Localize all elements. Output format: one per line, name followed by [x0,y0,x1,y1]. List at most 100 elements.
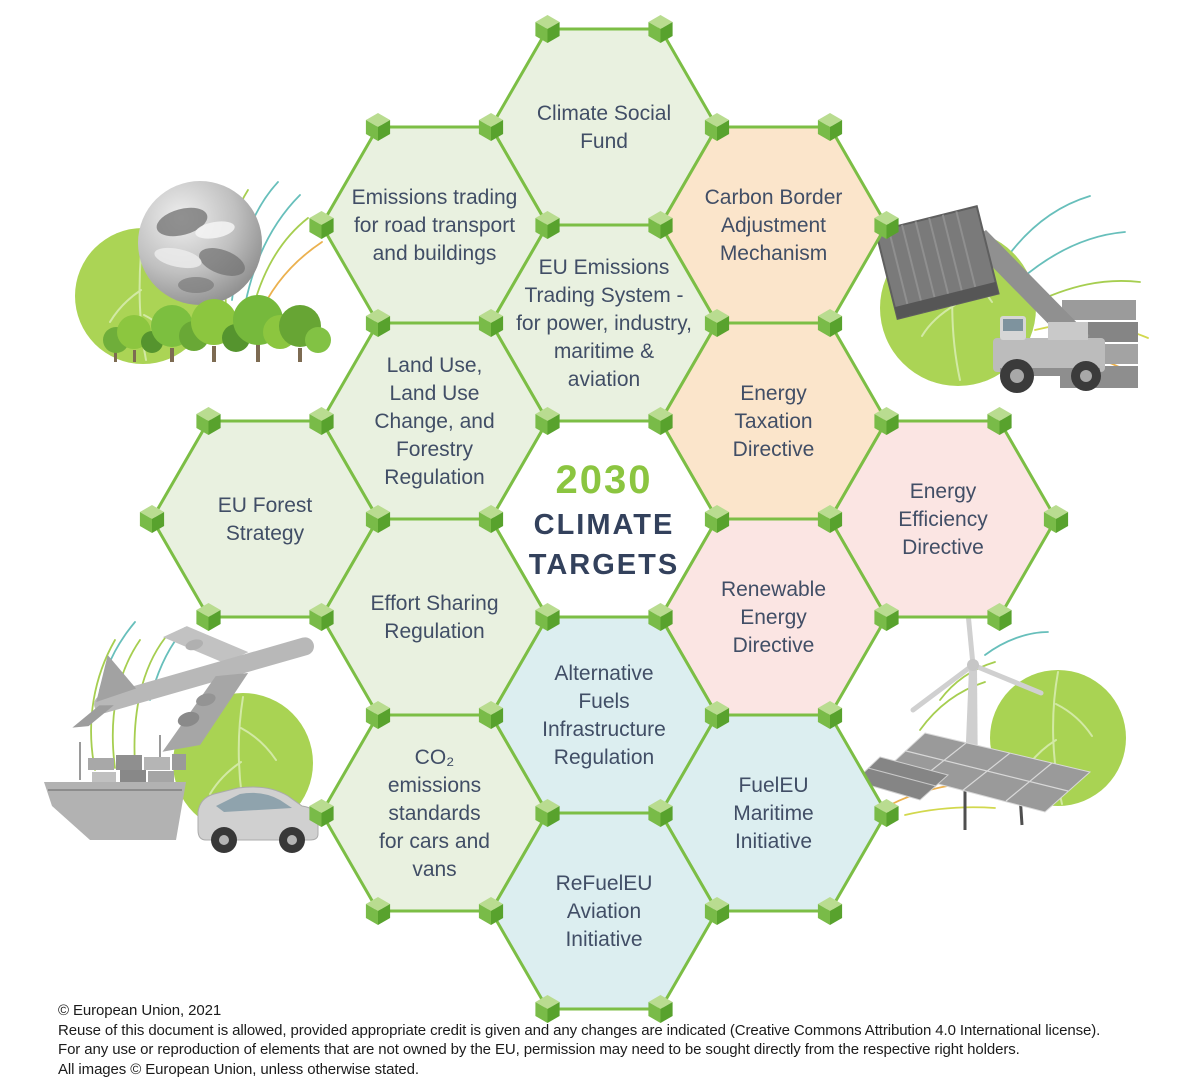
globe-landmass [156,207,208,237]
leaf-vein [1055,703,1093,737]
leaf-vein [209,761,242,795]
hex-label-line: Efficiency [898,508,988,531]
hex-label-line: Adjustment [721,214,826,237]
hex-label-line: Change, and [374,410,494,433]
hex-label-line: Climate Social [537,102,671,125]
vertex-node-cube [139,505,165,533]
vertex-node-cube [648,995,673,1023]
vertex-node-cube [817,309,843,337]
hex-label-line: Emissions trading [352,186,518,209]
hex-label-line: maritime & [554,340,654,363]
vertex-node-cube [309,603,334,631]
hex-label-line: Regulation [384,620,484,643]
hex-label-line: Energy [740,606,807,629]
car [197,786,319,853]
vertex-node-cube [478,113,504,141]
vertex-node-cube [365,309,391,337]
vertex-node-cube [478,309,504,337]
hex-label-line: Land Use [390,382,480,405]
vertex-node-cube [648,603,673,631]
hex-label-line: Fund [580,130,628,153]
hex-label-line: EU Emissions [539,256,670,279]
vertex-node-cube [874,407,899,435]
vertex-node-cube [648,15,673,43]
vertex-node-cube [648,211,673,239]
hanging-container [874,205,1000,320]
vertex-node-cube [535,15,560,43]
hex-label-line: Taxation [734,410,812,433]
hex-label-line: for road transport [354,214,515,237]
hex-label-line: for power, industry, [516,312,692,335]
vertex-node-cube [874,603,899,631]
earth-globe-forest-illustration [75,181,331,364]
leaf-vein-lines [1019,231,1126,281]
vertex-node-cube [535,995,560,1023]
forest-trees [103,295,331,362]
vertex-node-cube [704,505,730,533]
vertex-node-cube [535,211,560,239]
globe-landmass [178,277,214,293]
vertex-node-cube [535,407,560,435]
hex-label-line: FuelEU [738,774,808,797]
crane-boom [968,230,1090,348]
hexagon-tiles [150,27,1058,1011]
hex-label-line: Initiative [565,928,642,951]
footer-line-copyright: © European Union, 2021 [58,1002,222,1019]
hex-label-line: Renewable [721,578,826,601]
vertex-node-cube [648,407,673,435]
hex-label-line: Mechanism [720,242,827,265]
hex-label-line: Initiative [735,830,812,853]
vertex-node-cube [365,897,391,925]
hex-label-line: Strategy [226,522,305,545]
copyright-footer: © European Union, 2021 Reuse of this doc… [58,1001,1178,1079]
hex-label-line: Infrastructure [542,718,666,741]
hex-label-line: Energy [740,382,807,405]
leaf-vein [240,727,277,761]
vertex-node-cube [648,799,673,827]
vertex-node-cube [874,211,899,239]
hex-label-line: Regulation [554,746,654,769]
vertex-node-cube [817,505,843,533]
hex-label-line: Fuels [578,690,629,713]
hex-label-line: Alternative [554,662,653,685]
vertex-node-cube [987,603,1012,631]
hex-label-line: Maritime [733,802,814,825]
globe-cloud [154,247,202,269]
footer-line-images: All images © European Union, unless othe… [58,1060,419,1078]
hex-label-line: aviation [568,368,640,391]
hex-label-line: standards [388,802,480,825]
vertex-node-cube [478,701,504,729]
vertex-node-cube [704,897,730,925]
hex-label-line: Directive [733,634,815,657]
hexagon-vertex-nodes [139,15,1069,1023]
footer-line-permission: For any use or reproduction of elements … [58,1041,1020,1058]
leaf-vein-lines [904,806,996,816]
vertex-node-cube [365,701,391,729]
vertex-node-cube [309,799,334,827]
vertex-node-cube [987,407,1012,435]
hex-label-line: ReFuelEU [556,872,653,895]
vertex-node-cube [365,505,391,533]
wind-solar-illustration [854,589,1126,830]
leaf-vein-lines [1004,195,1091,261]
vertex-node-cube [365,113,391,141]
container-crane-illustration [874,195,1149,393]
hex-label-line: vans [412,858,456,881]
hex-label-line: Trading System - [524,284,683,307]
vertex-node-cube [196,603,221,631]
hex-label-line: and buildings [373,242,497,265]
hex-label-line: Energy [910,480,977,503]
vertex-node-cube [704,309,730,337]
leaf-vein [109,289,142,323]
vertex-node-cube [535,799,560,827]
vertex-node-cube [817,701,843,729]
globe-landmass [199,248,245,276]
center-title-year: 2030 [556,458,653,502]
transport-collage-illustration [44,621,319,853]
leaf-vein-lines [919,681,986,731]
hex-label-line: emissions [388,774,481,797]
center-title-word: CLIMATE [534,509,675,541]
